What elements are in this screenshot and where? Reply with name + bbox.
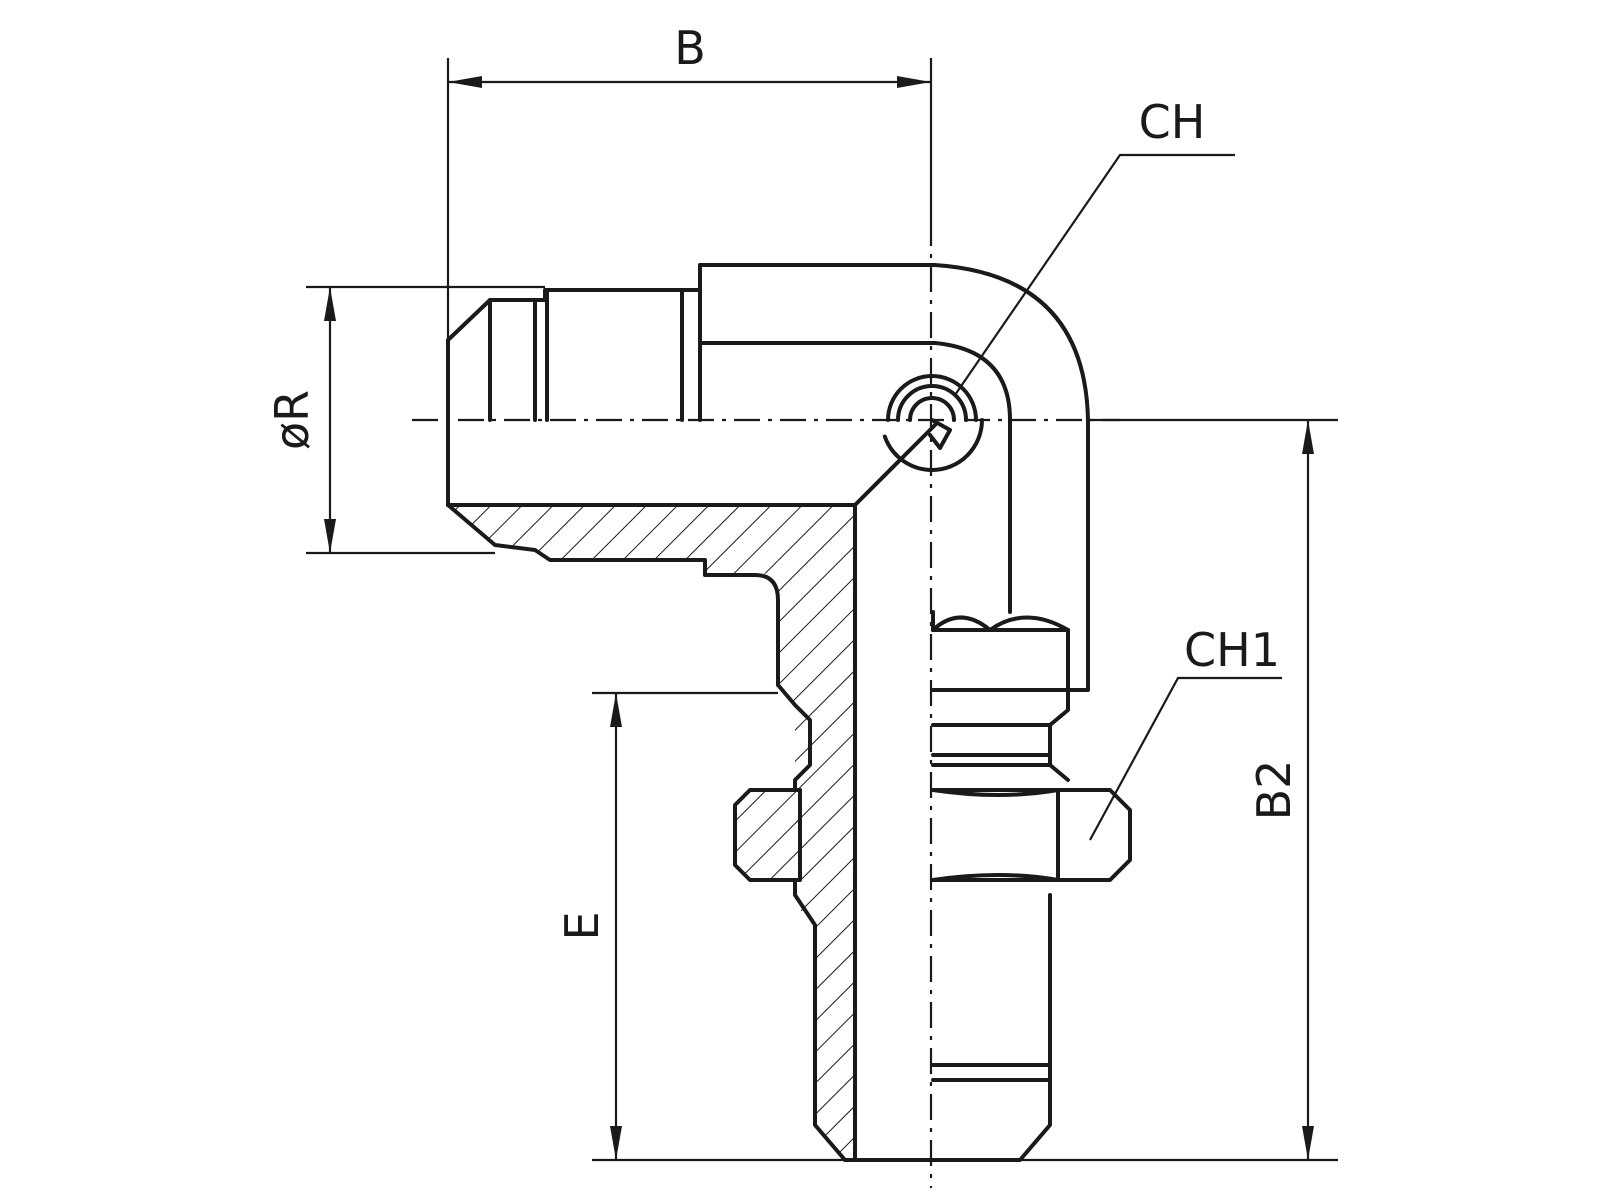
dim-b-label: B xyxy=(674,21,706,75)
dimension-ch1: CH1 xyxy=(1089,623,1282,841)
dimension-ch: CH xyxy=(954,95,1235,396)
locknut-hex xyxy=(931,788,1132,882)
dimension-e: E xyxy=(555,691,845,1162)
dimension-r: øR xyxy=(265,285,545,555)
locknut-section xyxy=(735,790,800,880)
lower-arm-outline xyxy=(446,423,937,507)
fitting-outline xyxy=(446,263,1090,1162)
dim-ch-label: CH xyxy=(1139,95,1206,149)
vertical-leg xyxy=(776,610,1070,1162)
upper-collar xyxy=(931,615,1070,632)
dimension-b: B xyxy=(446,21,933,340)
locknut xyxy=(733,788,1132,882)
dim-e-label: E xyxy=(555,911,609,940)
inner-bend xyxy=(933,341,1012,614)
dim-b2-label: B2 xyxy=(1247,760,1301,821)
dim-r-label: øR xyxy=(265,390,319,450)
elbow-wall-section xyxy=(448,505,855,1160)
dim-ch1-label: CH1 xyxy=(1184,623,1280,677)
dimension-b2: B2 xyxy=(1020,418,1338,1162)
section-hatch xyxy=(448,505,855,1160)
center-lines xyxy=(412,220,1120,1188)
marking-symbol xyxy=(880,368,984,472)
